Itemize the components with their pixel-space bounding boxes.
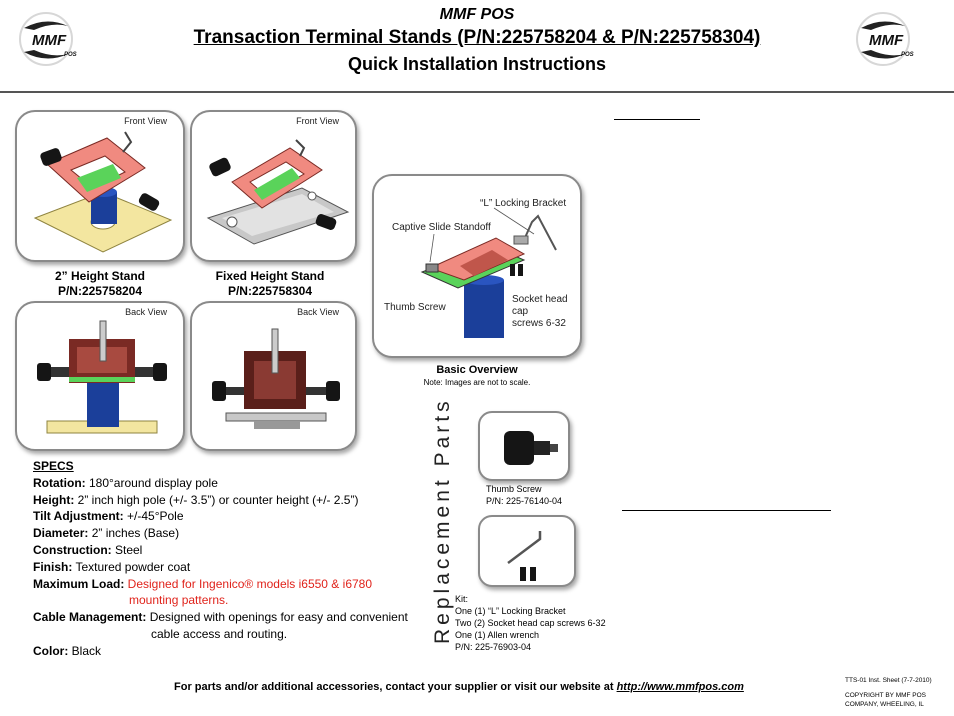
photo-kit-part: [478, 515, 576, 587]
page-title: Transaction Terminal Stands (P/N:2257582…: [193, 27, 761, 48]
front-view-label: Front View: [296, 116, 339, 126]
spec-value: Steel: [111, 542, 143, 557]
spec-value: Black: [68, 643, 102, 658]
photo-fixed-stand-back: Back View: [190, 301, 357, 451]
spec-label: Tilt Adjustment:: [33, 509, 124, 524]
replacement-parts-title: Replacement Parts: [431, 397, 454, 644]
spec-finish: Finish: Textured powder coat: [33, 559, 433, 576]
blank-line-top: [614, 119, 700, 120]
logo-text: MMF: [869, 32, 904, 49]
stand-caption-fixed: Fixed Height Stand P/N:225758304: [190, 269, 350, 299]
spec-label: Finish:: [33, 559, 73, 574]
back-view-label: Back View: [297, 307, 339, 317]
thumb-screw-illustration: [504, 431, 558, 465]
spec-value-continued: cable access and routing.: [151, 626, 288, 641]
sheet-id: TTS-01 Inst. Sheet (7-7-2010): [845, 677, 932, 684]
spec-value: Designed with openings for easy and conv…: [146, 610, 408, 625]
spec-label: Height:: [33, 492, 75, 507]
header-brand: MMF POS: [439, 6, 515, 23]
stand-name: 2” Height Stand: [54, 269, 145, 283]
website-link[interactable]: http://www.mmfpos.com: [616, 681, 744, 693]
spec-color: Color: Black: [33, 643, 433, 660]
copyright: COPYRIGHT BY MMF POS COMPANY, WHEELING, …: [845, 691, 926, 709]
mmf-logo-left: MMF POS: [6, 8, 98, 70]
spec-rotation: Rotation: 180°around display pole: [33, 475, 433, 492]
spec-value: Textured powder coat: [72, 559, 191, 574]
stand-back-illustration: [37, 320, 167, 434]
spec-tilt: Tilt Adjustment: +/-45°Pole: [33, 508, 433, 525]
spec-label: Maximum Load:: [33, 576, 125, 591]
stand-caption-2in: 2” Height Stand P/N:225758204: [15, 269, 185, 299]
stand-back-illustration: [212, 328, 340, 429]
stand-name: Fixed Height Stand: [215, 269, 325, 283]
part-name: Thumb Screw: [486, 484, 542, 494]
copyright-line: COPYRIGHT BY MMF POS: [845, 692, 927, 699]
stand-front-illustration: [33, 131, 173, 253]
spec-label: Color:: [33, 643, 69, 658]
kit-caption: Kit: One (1) “L” Locking Bracket Two (2)…: [455, 593, 606, 653]
back-view-label: Back View: [125, 307, 167, 317]
kit-label: Kit:: [455, 594, 469, 604]
spec-label: Cable Management:: [33, 610, 147, 625]
logo-sub-text: POS: [901, 52, 914, 58]
photo-basic-overview: “L” Locking Bracket Captive Slide Stando…: [372, 174, 582, 358]
photo-thumb-screw-part: [478, 411, 570, 481]
kit-line: Two (2) Socket head cap screws 6-32: [455, 618, 606, 628]
spec-value: +/-45°Pole: [123, 509, 184, 524]
front-view-label: Front View: [124, 116, 167, 126]
spec-label: Construction:: [33, 542, 112, 557]
logo-text: MMF: [32, 32, 67, 49]
stand-part-number: P/N:225758304: [227, 284, 313, 298]
mmf-logo-right: MMF POS: [843, 8, 935, 70]
part-thumb-screw-caption: Thumb Screw P/N: 225-76140-04: [486, 483, 562, 507]
stand-front-illustration: [206, 139, 350, 245]
spec-value: 2” inch high pole (+/- 3.5”) or counter …: [74, 492, 359, 507]
spec-value: 2” inches (Base): [88, 526, 180, 541]
logo-sub-text: POS: [64, 52, 77, 58]
header-divider: [0, 91, 954, 93]
spec-max-load: Maximum Load: Designed for Ingenico® mod…: [33, 576, 433, 593]
overview-illustration: [420, 207, 557, 338]
spec-construction: Construction: Steel: [33, 542, 433, 559]
specs-section: SPECS Rotation: 180°around display pole …: [33, 458, 433, 660]
specs-title: SPECS: [33, 459, 74, 473]
spec-label: Diameter:: [33, 526, 89, 541]
copyright-line: COMPANY, WHEELING, IL: [845, 701, 924, 708]
footer-contact-text: For parts and/or additional accessories,…: [174, 681, 617, 693]
photo-fixed-stand-front: Front View: [190, 110, 357, 262]
photo-2in-stand-front: Front View: [15, 110, 185, 262]
photo-2in-stand-back: Back View: [15, 301, 185, 451]
label-cap-screws-line2: screws 6-32: [512, 318, 566, 329]
stand-part-number: P/N:225758204: [57, 284, 143, 298]
label-cap-screws-line1: Socket head cap: [512, 294, 568, 317]
spec-cable: Cable Management: Designed with openings…: [33, 609, 433, 626]
spec-label: Rotation:: [33, 475, 86, 490]
kit-illustration: [507, 531, 542, 581]
overview-note: Note: Images are not to scale.: [423, 378, 531, 387]
part-number: P/N: 225-76140-04: [486, 496, 563, 506]
kit-part-number: P/N: 225-76903-04: [455, 642, 532, 652]
spec-value-continued: mounting patterns.: [129, 593, 229, 608]
label-locking-bracket: “L” Locking Bracket: [480, 198, 567, 209]
overview-title: Basic Overview: [436, 364, 518, 376]
label-thumb-screw: Thumb Screw: [384, 302, 446, 313]
spec-value: 180°around display pole: [85, 475, 218, 490]
label-cap-screws: Socket head cap screws 6-32: [512, 294, 580, 330]
page-subtitle: Quick Installation Instructions: [347, 54, 607, 74]
label-captive-standoff: Captive Slide Standoff: [392, 222, 491, 233]
kit-line: One (1) Allen wrench: [455, 630, 540, 640]
spec-height: Height: 2” inch high pole (+/- 3.5”) or …: [33, 492, 433, 509]
blank-line-middle: [622, 510, 831, 511]
spec-diameter: Diameter: 2” inches (Base): [33, 525, 433, 542]
footer-contact: For parts and/or additional accessories,…: [174, 681, 744, 693]
spec-value: Designed for Ingenico® models i6550 & i6…: [124, 576, 373, 591]
kit-line: One (1) “L” Locking Bracket: [455, 606, 566, 616]
